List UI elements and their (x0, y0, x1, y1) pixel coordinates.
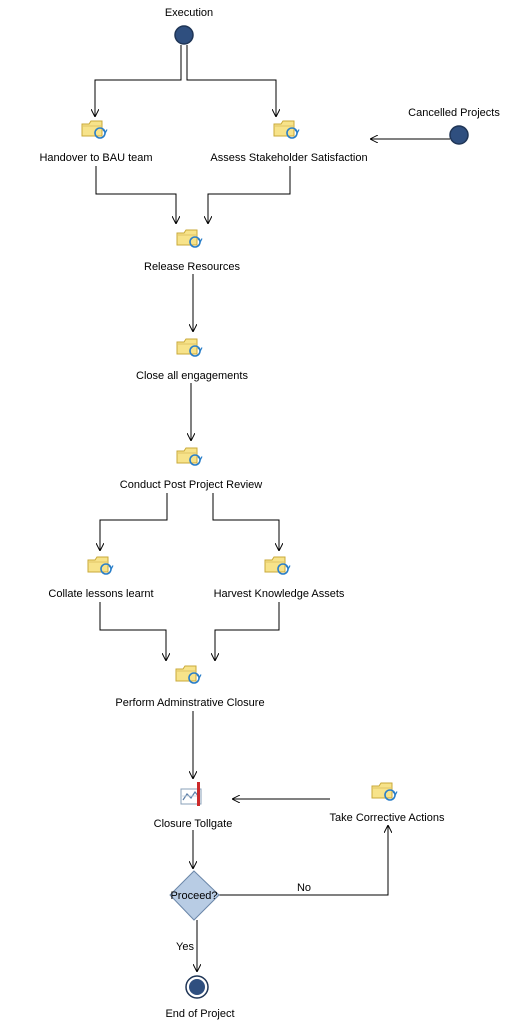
decision-no-label: No (297, 882, 311, 894)
decision-yes-label: Yes (176, 941, 194, 953)
task-assess[interactable]: Assess Stakeholder Satisfaction (210, 120, 368, 164)
task-admin-closure[interactable]: Perform Adminstrative Closure (115, 665, 265, 709)
edge-collate-to-admin (99, 602, 166, 661)
end-label: End of Project (165, 1008, 234, 1020)
task-icon (371, 782, 398, 801)
edge-start-to-handover (95, 45, 182, 117)
task-icon (273, 120, 300, 139)
task-tollgate-label: Closure Tollgate (154, 818, 233, 830)
start-label: Execution (165, 7, 213, 19)
cancelled-label: Cancelled Projects (408, 107, 500, 119)
end-node-circle (189, 979, 205, 995)
task-handover[interactable]: Handover to BAU team (39, 120, 153, 164)
task-post-review-label: Conduct Post Project Review (120, 479, 263, 491)
task-corrective[interactable]: Take Corrective Actions (330, 782, 445, 824)
edge-harvest-to-admin (215, 602, 280, 661)
task-close-engagements[interactable]: Close all engagements (136, 338, 248, 382)
start-node[interactable]: Execution (165, 7, 213, 45)
edge-handover-to-release (95, 166, 176, 224)
decision-diamond (169, 870, 220, 921)
task-corrective-label: Take Corrective Actions (330, 812, 445, 824)
tollgate-icon (180, 782, 202, 806)
task-close-engagements-label: Close all engagements (136, 370, 248, 382)
task-release-label: Release Resources (144, 261, 240, 273)
end-node[interactable]: End of Project (165, 975, 235, 1020)
task-icon (175, 665, 202, 684)
task-assess-label: Assess Stakeholder Satisfaction (210, 152, 367, 164)
task-icon (176, 447, 203, 466)
task-post-review[interactable]: Conduct Post Project Review (120, 447, 263, 491)
edges (95, 45, 450, 972)
cancelled-node[interactable]: Cancelled Projects (408, 107, 500, 145)
edge-review-to-collate (100, 493, 168, 551)
edge-start-to-assess (186, 45, 276, 117)
task-icon (81, 120, 108, 139)
task-icon (264, 556, 291, 575)
decision-label: Proceed? (170, 890, 217, 902)
edge-review-to-harvest (212, 493, 279, 551)
task-icon (176, 338, 203, 357)
decision-node[interactable]: Proceed? (169, 870, 220, 921)
task-release[interactable]: Release Resources (144, 229, 240, 273)
task-tollgate[interactable]: Closure Tollgate (154, 782, 233, 830)
task-icon (176, 229, 203, 248)
task-harvest[interactable]: Harvest Knowledge Assets (214, 556, 345, 600)
task-admin-closure-label: Perform Adminstrative Closure (115, 697, 264, 709)
edge-decision-no (219, 825, 388, 896)
task-collate-label: Collate lessons learnt (48, 588, 153, 600)
cancelled-node-circle (449, 125, 469, 145)
start-node-circle (174, 25, 194, 45)
task-icon (87, 556, 114, 575)
edge-assess-to-release (208, 166, 291, 224)
task-handover-label: Handover to BAU team (39, 152, 152, 164)
task-collate[interactable]: Collate lessons learnt (48, 556, 154, 600)
task-harvest-label: Harvest Knowledge Assets (214, 588, 345, 600)
